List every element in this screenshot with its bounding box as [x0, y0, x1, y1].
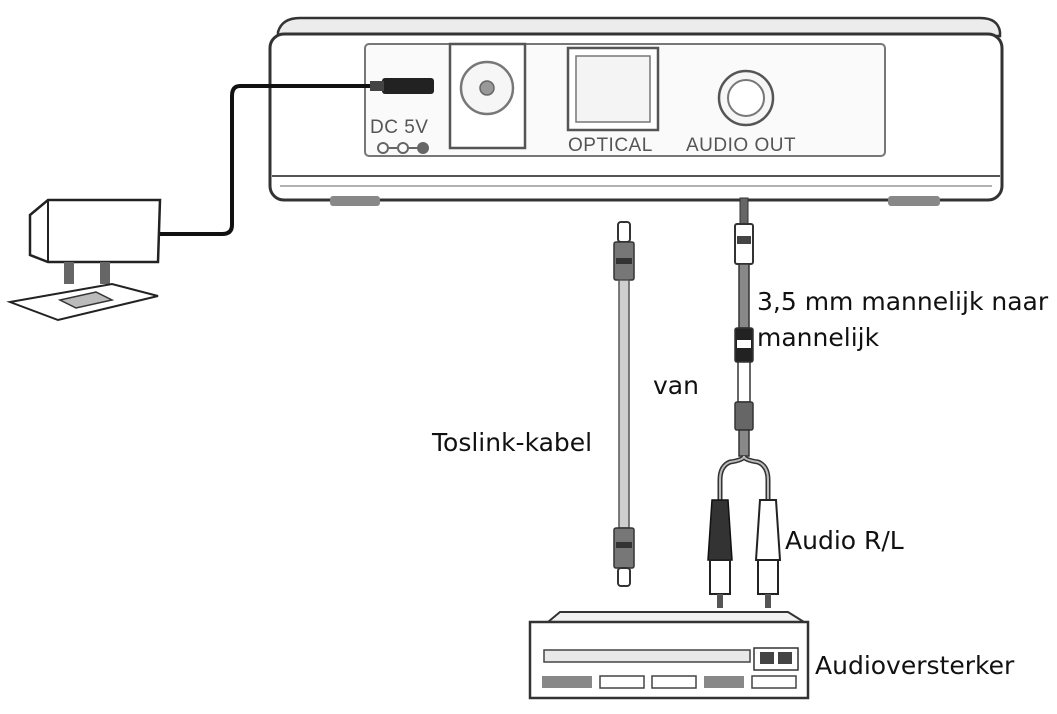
audio-out-port-label: AUDIO OUT — [686, 135, 796, 156]
label-van: van — [653, 371, 699, 400]
label-35mm-cable-line2: mannelijk — [757, 323, 880, 352]
toslink-cable — [613, 221, 635, 587]
optical-port: OPTICAL — [566, 46, 660, 156]
audio-35mm-cable — [707, 197, 782, 608]
label-35mm-cable-line1: 3,5 mm mannelijk naar — [757, 287, 1049, 316]
coaxial-port — [448, 42, 527, 150]
dc-power-port: DC 5V — [370, 117, 429, 154]
audio-out-port: AUDIO OUT — [686, 69, 796, 156]
audio-amplifier — [528, 611, 810, 700]
label-amplifier: Audioversterker — [815, 651, 1015, 680]
dc-port-label: DC 5V — [370, 117, 428, 138]
power-adapter — [6, 78, 434, 322]
label-toslink-cable: Toslink-kabel — [432, 428, 593, 457]
optical-port-label: OPTICAL — [568, 135, 653, 156]
label-audio-rl: Audio R/L — [785, 526, 904, 555]
